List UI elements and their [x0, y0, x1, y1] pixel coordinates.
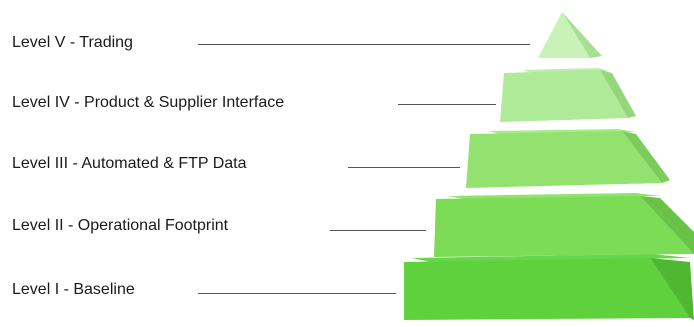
- tier-level-3-side: [622, 131, 670, 183]
- tier-level-2-front: [434, 196, 694, 257]
- tier-level-3-front: [466, 131, 662, 188]
- tier-level-5: [538, 12, 602, 58]
- tier-level-3-top: [488, 129, 636, 134]
- tier-level-5-side: [562, 12, 602, 58]
- tier-level-2-top: [448, 193, 660, 199]
- tier-level-5-front: [538, 12, 590, 58]
- level-2-label: Level II - Operational Footprint: [12, 217, 229, 234]
- level-3-leader-line: [348, 167, 460, 168]
- level-5-leader-line: [198, 44, 530, 45]
- tier-level-1-side: [650, 258, 694, 320]
- tier-level-2-side: [640, 196, 694, 254]
- tier-level-1-front: [404, 258, 690, 320]
- tier-level-4-side: [600, 70, 636, 118]
- tier-level-1-top: [412, 254, 690, 262]
- level-1-leader-line: [198, 293, 396, 294]
- tier-level-1: [404, 254, 694, 320]
- level-4-leader-line: [398, 104, 496, 105]
- tier-level-4-front: [500, 70, 628, 122]
- level-4-label: Level IV - Product & Supplier Interface: [12, 94, 285, 111]
- level-3-label: Level III - Automated & FTP Data: [12, 155, 247, 172]
- tier-level-3: [466, 129, 670, 188]
- level-1-label: Level I - Baseline: [12, 281, 135, 298]
- level-2-leader-line: [330, 230, 426, 231]
- tier-level-4: [500, 68, 636, 122]
- tier-level-2: [434, 193, 694, 257]
- level-5-label: Level V - Trading: [12, 34, 133, 51]
